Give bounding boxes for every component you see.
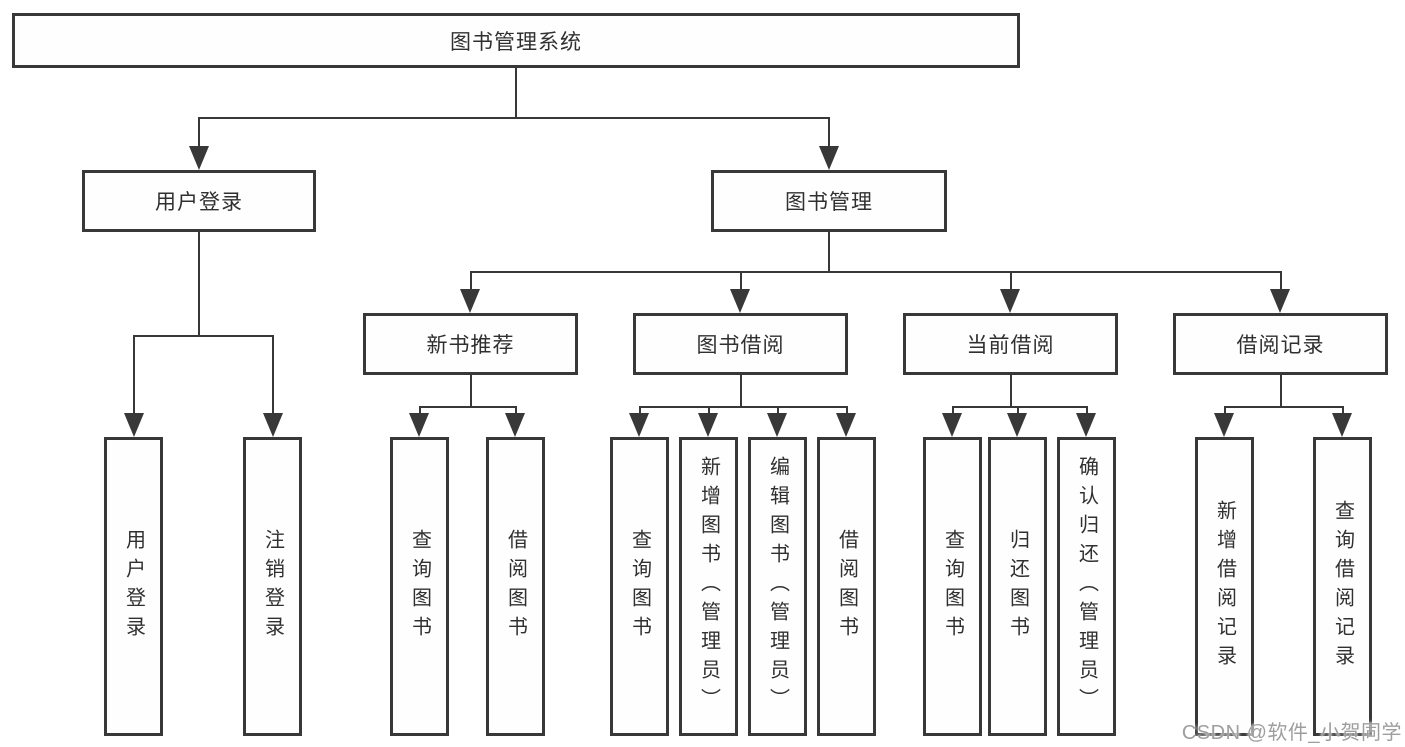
node-label: 用户登录 xyxy=(155,191,243,214)
leaf-borrow-books-recommend: 借阅图书 xyxy=(486,437,545,736)
arrow-down-icon xyxy=(1270,289,1290,313)
node-user-login: 用户登录 xyxy=(82,170,316,232)
arrow-down-icon xyxy=(1007,413,1027,437)
csdn-watermark: CSDN @软件_小贺同学 xyxy=(1181,722,1402,744)
connector-line xyxy=(133,335,274,337)
connector-line xyxy=(1280,271,1282,293)
leaf-query-borrow-record: 查询借阅记录 xyxy=(1313,437,1372,736)
connector-line xyxy=(133,335,135,415)
connector-line xyxy=(470,271,472,293)
leaf-label: 查询借阅记录 xyxy=(1331,499,1354,674)
leaf-label: 借阅图书 xyxy=(835,528,858,645)
node-label: 图书管理系统 xyxy=(450,30,582,54)
leaf-label: 归还图书 xyxy=(1006,528,1029,645)
leaf-query-books-recommend: 查询图书 xyxy=(390,437,449,736)
node-borrowing-records: 借阅记录 xyxy=(1173,313,1388,375)
connector-line xyxy=(639,406,848,408)
node-label: 图书管理 xyxy=(785,191,873,214)
arrow-down-icon xyxy=(730,289,750,313)
node-label: 借阅记录 xyxy=(1236,334,1325,357)
arrow-down-icon xyxy=(460,289,480,313)
leaf-confirm-return-admin: 确认归还（管理员） xyxy=(1057,437,1116,736)
node-current-borrowing: 当前借阅 xyxy=(903,313,1118,375)
node-label: 新书推荐 xyxy=(426,334,515,357)
leaf-edit-book-admin: 编辑图书（管理员） xyxy=(748,437,807,736)
arrow-down-icon xyxy=(629,413,649,437)
node-book-management: 图书管理 xyxy=(711,170,947,232)
leaf-label: 新增借阅记录 xyxy=(1213,499,1236,674)
arrow-down-icon xyxy=(409,413,429,437)
connector-line xyxy=(828,232,830,272)
connector-line xyxy=(740,375,742,408)
leaf-borrow-book: 借阅图书 xyxy=(817,437,876,736)
connector-line xyxy=(198,232,200,336)
leaf-return-book: 归还图书 xyxy=(988,437,1047,736)
leaf-add-book-admin: 新增图书（管理员） xyxy=(679,437,738,736)
connector-line xyxy=(1224,406,1344,408)
leaf-label: 确认归还（管理员） xyxy=(1075,456,1098,717)
leaf-add-borrow-record: 新增借阅记录 xyxy=(1195,437,1254,736)
connector-line xyxy=(1010,271,1012,293)
arrow-down-icon xyxy=(836,413,856,437)
leaf-label: 查询图书 xyxy=(941,528,964,645)
connector-line xyxy=(1280,375,1282,408)
leaf-label: 查询图书 xyxy=(408,528,431,645)
leaf-label: 编辑图书（管理员） xyxy=(766,456,789,717)
connector-line xyxy=(419,406,517,408)
node-root-system: 图书管理系统 xyxy=(12,13,1020,68)
arrow-down-icon xyxy=(698,413,718,437)
arrow-down-icon xyxy=(1000,289,1020,313)
leaf-label: 查询图书 xyxy=(628,528,651,645)
arrow-down-icon xyxy=(1332,413,1352,437)
leaf-label: 借阅图书 xyxy=(504,528,527,645)
arrow-down-icon xyxy=(819,146,839,170)
connector-line xyxy=(828,117,830,149)
node-new-book-recommend: 新书推荐 xyxy=(363,313,578,375)
arrow-down-icon xyxy=(767,413,787,437)
node-label: 图书借阅 xyxy=(696,334,785,357)
connector-line xyxy=(740,271,742,293)
leaf-label: 注销登录 xyxy=(261,528,284,645)
connector-line xyxy=(198,117,200,149)
arrow-down-icon xyxy=(124,413,144,437)
arrow-down-icon xyxy=(1076,413,1096,437)
leaf-user-login: 用户登录 xyxy=(104,437,163,736)
arrow-down-icon xyxy=(263,413,283,437)
connector-line xyxy=(515,68,517,118)
connector-line xyxy=(272,335,274,415)
connector-line xyxy=(470,375,472,408)
connector-line xyxy=(952,406,1088,408)
arrow-down-icon xyxy=(942,413,962,437)
arrow-down-icon xyxy=(189,146,209,170)
arrow-down-icon xyxy=(505,413,525,437)
leaf-logout: 注销登录 xyxy=(243,437,302,736)
connector-line xyxy=(1010,375,1012,408)
leaf-query-books-borrow: 查询图书 xyxy=(610,437,669,736)
leaf-label: 用户登录 xyxy=(122,528,145,645)
connector-line xyxy=(198,117,830,119)
arrow-down-icon xyxy=(1214,413,1234,437)
leaf-query-books-current: 查询图书 xyxy=(923,437,982,736)
connector-line xyxy=(470,271,1282,273)
leaf-label: 新增图书（管理员） xyxy=(697,456,720,717)
node-book-borrowing: 图书借阅 xyxy=(633,313,848,375)
node-label: 当前借阅 xyxy=(966,334,1055,357)
